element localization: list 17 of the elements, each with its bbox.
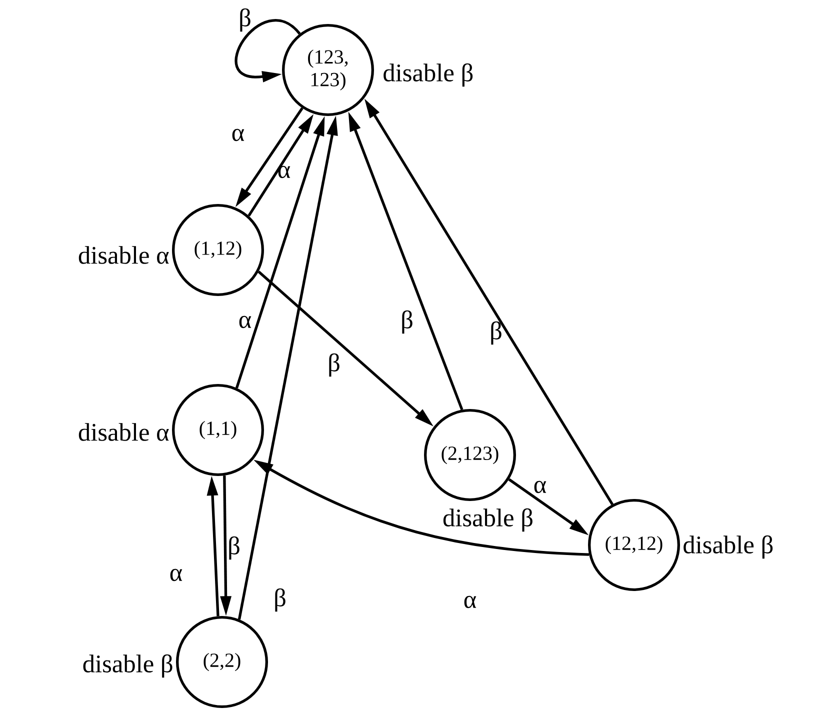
state-note: disable β bbox=[83, 654, 172, 678]
edge-label: α bbox=[534, 480, 546, 494]
edge-label: β bbox=[240, 8, 250, 32]
state-note: disable β bbox=[384, 63, 473, 87]
edge-label: β bbox=[402, 310, 412, 334]
state-note: disable α bbox=[78, 423, 169, 441]
edge-label: α bbox=[464, 596, 476, 608]
edge-label: β bbox=[329, 353, 340, 377]
state-note: disable α bbox=[78, 246, 169, 264]
state-note: disable β bbox=[684, 535, 773, 559]
state-note: disable β bbox=[443, 508, 532, 532]
edge-label: α bbox=[170, 568, 182, 582]
edge-label: β bbox=[275, 588, 286, 612]
edge-label: α bbox=[232, 128, 244, 142]
edge-label: β bbox=[229, 536, 240, 560]
edge-label: β bbox=[491, 321, 502, 345]
edge-label: α bbox=[239, 316, 252, 328]
